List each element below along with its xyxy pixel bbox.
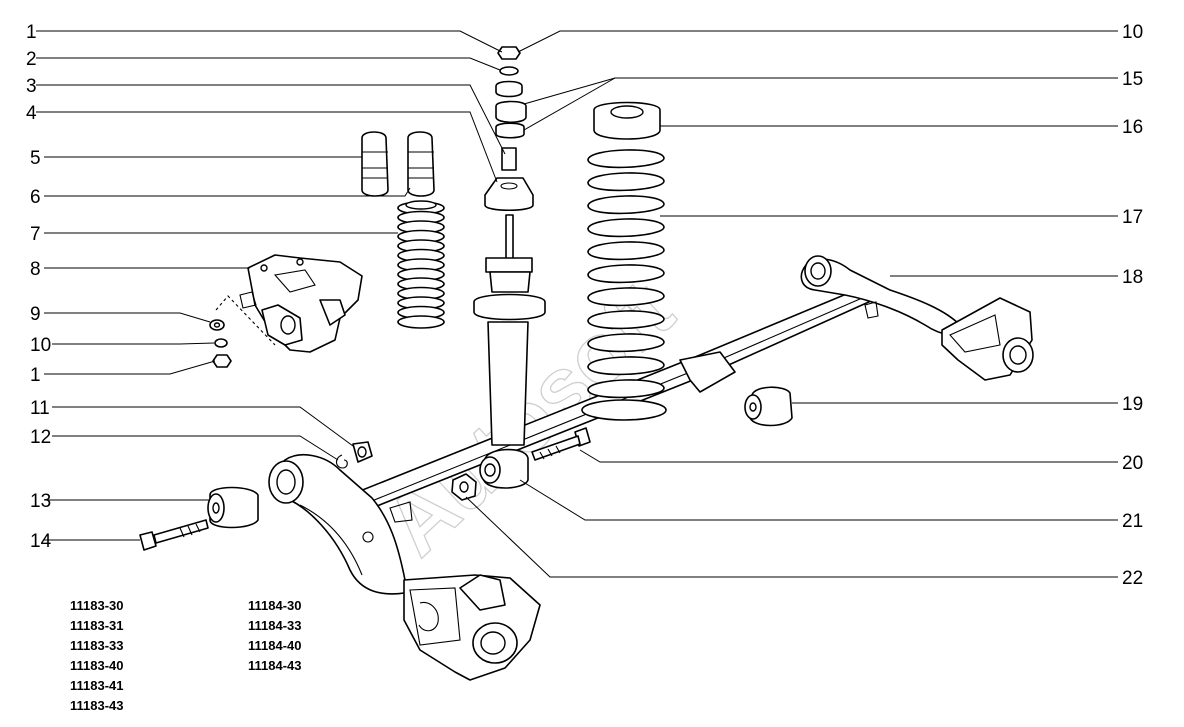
bellows-ridge xyxy=(397,315,445,329)
nut-and-washer xyxy=(335,441,373,469)
spring-coil xyxy=(587,149,665,169)
model-code: 11183-43 xyxy=(70,698,124,713)
callout-5: 5 xyxy=(30,148,41,169)
callout-10-right: 10 xyxy=(1122,22,1143,43)
spring-coil xyxy=(587,172,665,192)
bellows-top xyxy=(405,200,437,210)
rear-beam xyxy=(268,255,1034,681)
spring-coil xyxy=(587,287,665,307)
callout-8: 8 xyxy=(30,259,41,280)
spring-coil xyxy=(587,379,665,399)
coil-spring xyxy=(587,101,665,399)
callout-15: 15 xyxy=(1122,69,1143,90)
callout-numbers: 1 2 3 4 5 6 7 8 9 10 1 11 12 13 14 10 15… xyxy=(26,22,1143,589)
model-code: 11184-30 xyxy=(248,598,302,613)
callout-22: 22 xyxy=(1122,568,1143,589)
shock-absorber xyxy=(473,214,546,489)
callout-7: 7 xyxy=(30,224,41,245)
callout-19: 19 xyxy=(1122,394,1143,415)
spring-coil xyxy=(587,333,665,353)
callout-10-left: 10 xyxy=(30,335,51,356)
model-code: 11183-30 xyxy=(70,598,124,613)
silent-block xyxy=(207,486,259,529)
spring-coil xyxy=(587,218,665,238)
callout-17: 17 xyxy=(1122,207,1143,228)
callout-18: 18 xyxy=(1122,267,1143,288)
shock-top-mount xyxy=(484,46,534,212)
model-code: 11184-33 xyxy=(248,618,302,633)
callout-11: 11 xyxy=(30,398,50,419)
spring-coil xyxy=(587,264,665,284)
model-code: 11184-43 xyxy=(248,658,302,673)
model-code: 11183-33 xyxy=(70,638,124,653)
bump-stops xyxy=(361,131,435,197)
callout-6: 6 xyxy=(30,187,41,208)
callout-16: 16 xyxy=(1122,117,1143,138)
model-codes-col2: 11184-30 11184-33 11184-40 11184-43 xyxy=(248,596,302,676)
callout-21: 21 xyxy=(1122,511,1143,532)
lower-nut xyxy=(451,473,477,501)
dust-boot xyxy=(397,200,445,329)
callout-2: 2 xyxy=(26,49,37,70)
upper-bracket xyxy=(209,254,363,368)
spring-coil xyxy=(587,310,665,330)
callout-9: 9 xyxy=(30,304,41,325)
model-code: 11184-40 xyxy=(248,638,302,653)
callout-12: 12 xyxy=(30,427,51,448)
callout-1-bottom: 1 xyxy=(30,365,41,386)
spring-coil xyxy=(587,356,665,376)
spring-coil xyxy=(587,195,665,215)
leader-lines xyxy=(36,30,1118,578)
model-code: 11183-41 xyxy=(70,678,124,693)
callout-14: 14 xyxy=(30,531,52,552)
callout-13: 13 xyxy=(30,491,51,512)
model-code: 11183-31 xyxy=(70,618,124,633)
callout-1-top: 1 xyxy=(26,22,37,43)
model-code: 11183-40 xyxy=(70,658,124,673)
callout-4: 4 xyxy=(26,103,37,124)
spring-coil xyxy=(587,241,665,261)
callout-20: 20 xyxy=(1122,453,1143,474)
shock-lower-bolt xyxy=(531,427,591,461)
model-codes-col1: 11183-30 11183-31 11183-33 11183-40 1118… xyxy=(70,596,124,716)
callout-3: 3 xyxy=(26,76,37,97)
beam-bushing xyxy=(744,386,793,427)
long-bolt xyxy=(139,519,209,551)
